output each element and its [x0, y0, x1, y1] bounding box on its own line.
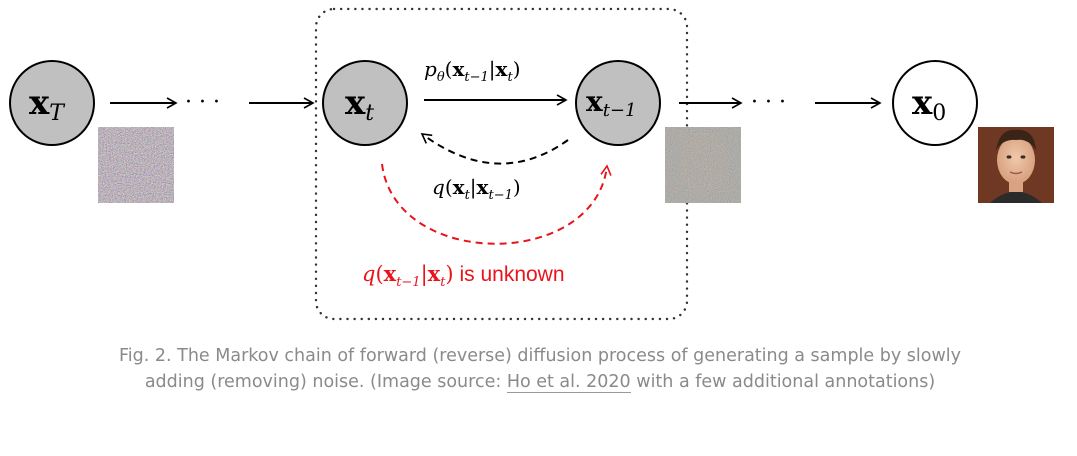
forward-label-bar: |	[470, 175, 477, 200]
unknown-label: q(xt−1|xt) is unknown	[362, 261, 565, 290]
node-xT-main: x	[29, 83, 50, 123]
unknown-arrow	[381, 163, 612, 245]
node-xT: xT	[9, 60, 95, 146]
node-xtm1: xt−1	[575, 60, 661, 146]
reverse-label-x1sub: t−1	[464, 70, 488, 85]
forward-label-x1: x	[453, 175, 466, 199]
unknown-label-x2: x	[428, 261, 441, 286]
unknown-label-bar: |	[421, 262, 428, 287]
unknown-label-open: (	[375, 262, 383, 286]
reverse-label-p: p	[424, 57, 437, 81]
reverse-label-theta: θ	[437, 70, 445, 85]
node-x0-main: x	[912, 83, 933, 123]
node-xt-main: x	[345, 83, 366, 123]
forward-arrow	[420, 133, 569, 165]
unknown-label-suffix: is unknown	[454, 263, 565, 286]
reverse-label: pθ(xt−1|xt)	[424, 57, 521, 85]
node-xT-sub: T	[49, 101, 66, 126]
reverse-label-close: )	[513, 57, 521, 81]
reverse-label-open: (	[445, 57, 453, 81]
noise-thumbnail	[98, 127, 174, 203]
svg-text:xt: xt	[345, 83, 374, 126]
highlight-frame	[314, 7, 689, 321]
reverse-label-bar: |	[489, 57, 496, 82]
diffusion-diagram: xT · · · xt pθ(xt−1|xt) q(xt|xt−1) q(xt−…	[9, 7, 1054, 321]
node-xtm1-sub: t−1	[603, 100, 637, 121]
svg-text:x0: x0	[912, 83, 946, 126]
node-xtm1-main: x	[586, 85, 603, 118]
reverse-label-x2sub: t	[507, 70, 513, 85]
node-xt-sub: t	[365, 101, 374, 126]
forward-label-x2sub: t−1	[488, 188, 512, 203]
caption-text-before: Fig. 2. The Markov chain of forward (rev…	[118, 346, 961, 392]
caption-text-after: with a few additional annotations)	[630, 372, 936, 392]
svg-text:xt−1: xt−1	[586, 85, 636, 121]
forward-label-close: )	[513, 175, 521, 199]
unknown-label-x2sub: t	[440, 275, 446, 290]
unknown-label-x1: x	[384, 261, 397, 286]
unknown-label-q: q	[362, 262, 375, 286]
forward-label-open: (	[445, 175, 453, 199]
unknown-label-close: )	[445, 262, 453, 286]
reverse-label-x2: x	[496, 57, 509, 81]
node-xt: xt	[322, 60, 408, 146]
svg-text:xT: xT	[29, 83, 66, 126]
node-x0-sub: 0	[932, 101, 946, 126]
forward-label-x1sub: t	[465, 188, 471, 203]
forward-label-x2: x	[477, 175, 490, 199]
unknown-label-x1sub: t−1	[396, 275, 420, 290]
caption-source-link[interactable]: Ho et al. 2020	[506, 372, 631, 393]
ellipsis: · · ·	[185, 90, 220, 115]
forward-label: q(xt|xt−1)	[432, 175, 521, 203]
node-x0: x0	[892, 60, 978, 146]
figure-caption: Fig. 2. The Markov chain of forward (rev…	[110, 343, 970, 395]
forward-label-q: q	[432, 175, 445, 199]
reverse-label-x1: x	[452, 57, 465, 81]
face-thumbnail	[978, 127, 1054, 203]
ellipsis: · · ·	[751, 90, 786, 115]
noisy-face-thumbnail	[665, 127, 741, 203]
